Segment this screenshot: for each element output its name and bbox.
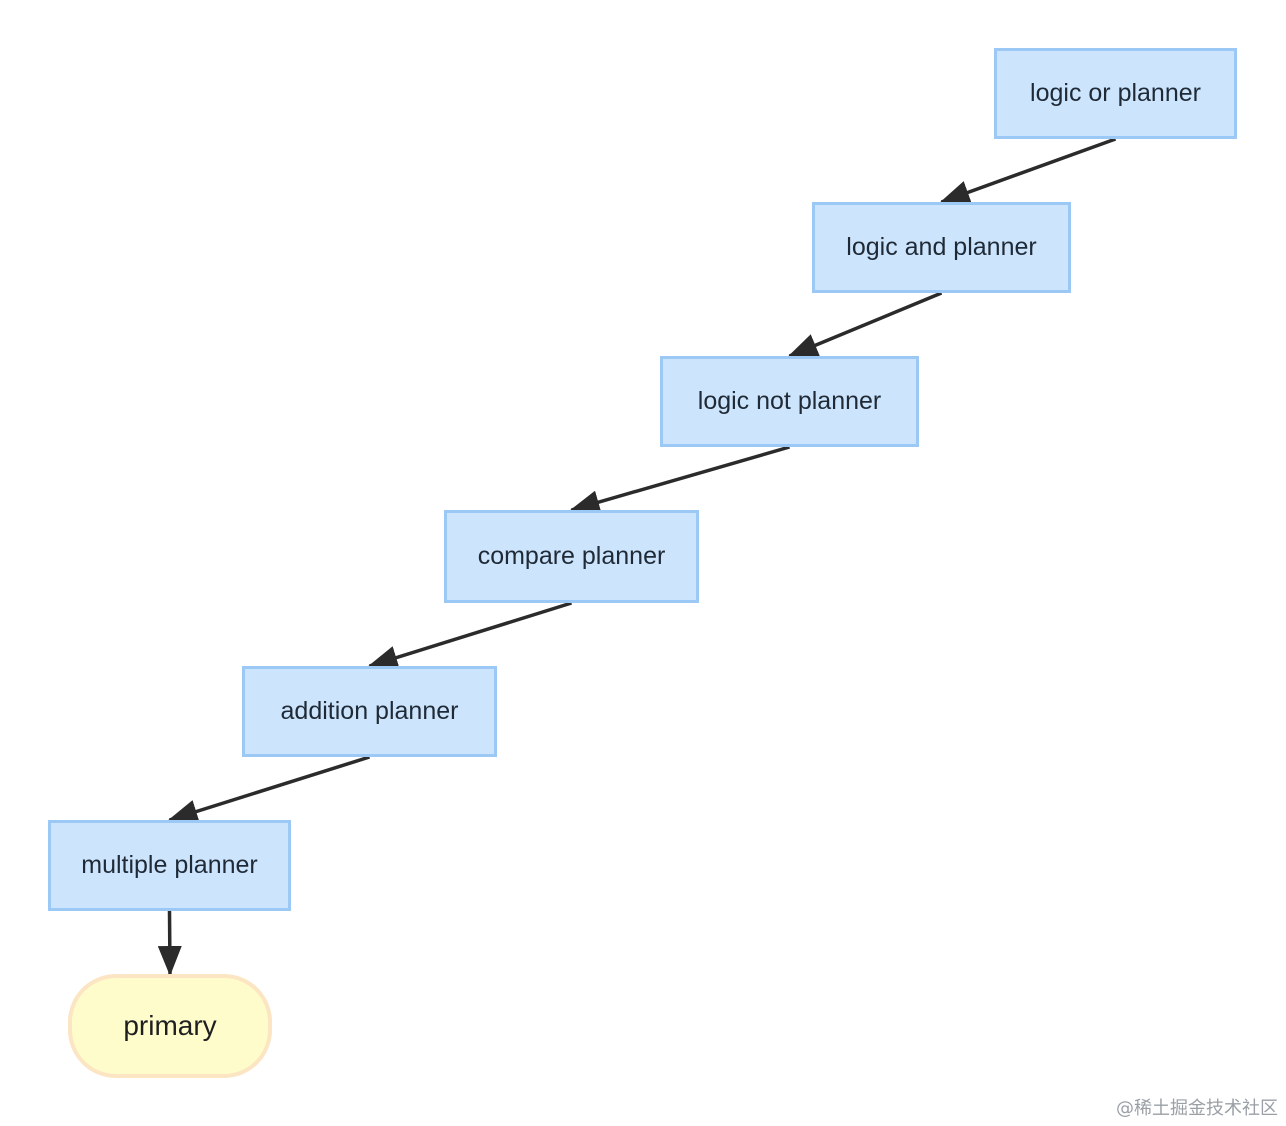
node-compare-planner: compare planner [444, 510, 699, 603]
edge-arrow-3 [569, 445, 790, 514]
watermark: @稀土掘金技术社区 [1116, 1098, 1278, 1119]
node-multiple-planner: multiple planner [48, 820, 291, 911]
node-logic-and-planner: logic and planner [812, 202, 1071, 293]
node-logic-or-planner: logic or planner [994, 48, 1237, 139]
edge-arrow-1 [939, 137, 1117, 204]
node-addition-planner: addition planner [242, 666, 497, 757]
edge-arrow-5 [167, 755, 371, 824]
node-logic-not-planner: logic not planner [660, 356, 919, 447]
node-primary: primary [68, 974, 272, 1078]
edge-arrow-6 [157, 910, 182, 976]
edge-arrow-4 [367, 601, 573, 670]
edge-arrow-2 [787, 291, 943, 358]
